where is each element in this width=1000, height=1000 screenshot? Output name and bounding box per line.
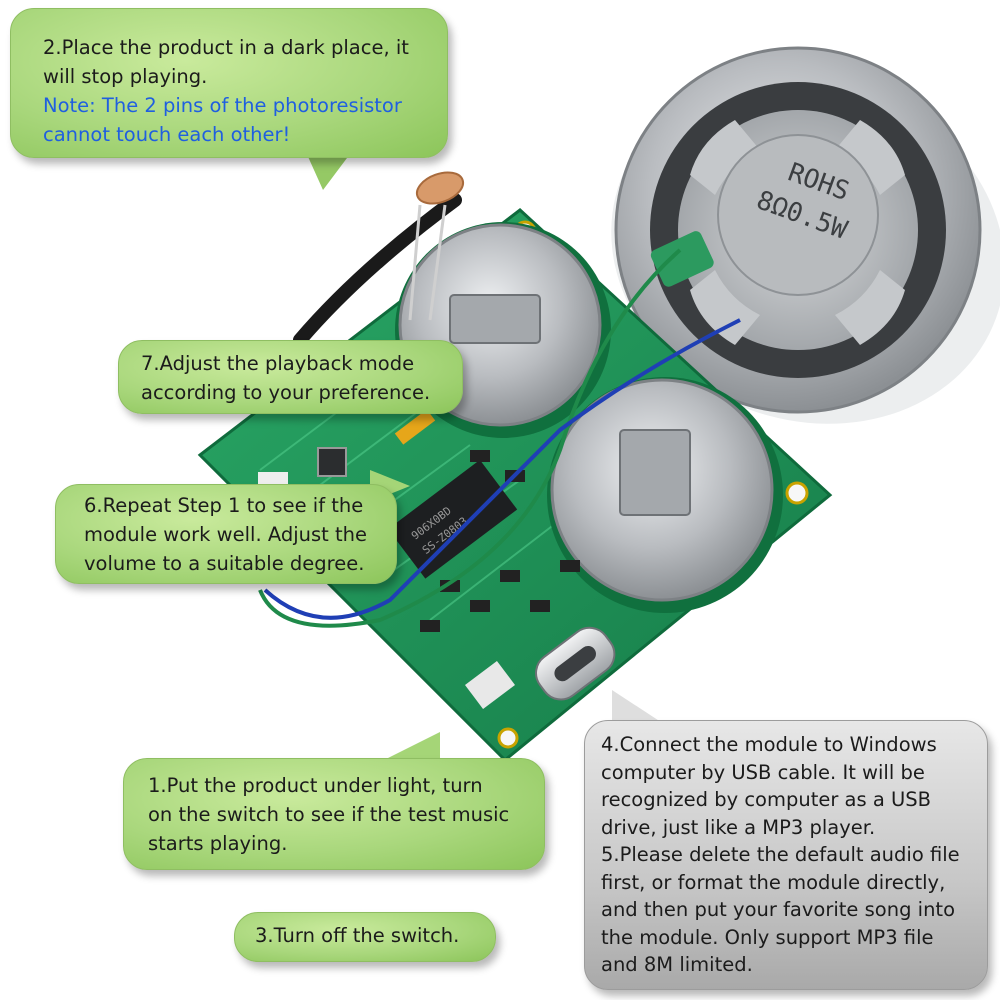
step2-note-line: Note: The 2 pins of the photoresistor — [43, 94, 402, 117]
slide-switch — [465, 660, 515, 710]
step45-line: 4.Connect the module to Windows — [601, 733, 937, 756]
usb-c-port — [535, 626, 616, 701]
bubble-tail — [380, 732, 440, 762]
step45-line: and then put your favorite song into — [601, 898, 956, 921]
step2-line: will stop playing. — [43, 65, 208, 88]
step7-line: 7.Adjust the playback mode — [141, 352, 415, 375]
green-wire — [258, 248, 682, 628]
step6-line: volume to a suitable degree. — [84, 552, 365, 575]
step6-line: module work well. Adjust the — [84, 523, 367, 546]
speaker-spoke — [835, 120, 905, 195]
ic-chip: 906X0BD SS-Z0803 — [388, 459, 518, 579]
step2-note-line: cannot touch each other! — [43, 123, 291, 146]
step45-line: drive, just like a MP3 player. — [601, 815, 876, 839]
step3-line: 3.Turn off the switch. — [255, 924, 460, 947]
blue-wire — [263, 318, 741, 620]
speaker-spoke — [690, 120, 760, 195]
step1-line: starts playing. — [148, 832, 288, 855]
speaker-magnet — [717, 134, 879, 296]
push-button — [317, 447, 347, 477]
speaker-spoke — [835, 270, 905, 345]
step45-line: and 8M limited. — [601, 953, 753, 976]
step1-line: 1.Put the product under light, turn — [148, 774, 483, 797]
step2-line: 2.Place the product in a dark place, it — [43, 36, 409, 59]
speaker-spoke — [690, 270, 760, 345]
step6-bubble: 6.Repeat Step 1 to see if the module wor… — [55, 484, 397, 584]
step2-bubble: 2.Place the product in a dark place, it … — [10, 8, 448, 158]
step3-bubble: 3.Turn off the switch. — [234, 912, 496, 962]
step1-line: on the switch to see if the test music — [148, 803, 510, 826]
photoresistor-head — [415, 171, 465, 205]
mount-hole — [497, 727, 519, 749]
step45-bubble: 4.Connect the module to Windows computer… — [584, 720, 988, 990]
step6-line: 6.Repeat Step 1 to see if the — [84, 494, 364, 517]
step7-bubble: 7.Adjust the playback mode according to … — [118, 340, 463, 414]
speaker-terminal — [650, 231, 714, 287]
step7-line: according to your preference. — [141, 381, 431, 404]
fuse — [394, 409, 436, 445]
step45-line: the module. Only support MP3 file — [601, 925, 934, 949]
step1-bubble: 1.Put the product under light, turn on t… — [123, 758, 545, 870]
photoresistor — [293, 171, 465, 347]
step45-line: computer by USB cable. It will be — [601, 760, 925, 784]
step45-line: first, or format the module directly, — [601, 870, 946, 894]
mount-hole — [785, 481, 809, 505]
step45-line: recognized by computer as a USB — [601, 788, 932, 811]
step45-line: 5.Please delete the default audio file — [601, 843, 960, 866]
black-cable — [293, 193, 462, 347]
